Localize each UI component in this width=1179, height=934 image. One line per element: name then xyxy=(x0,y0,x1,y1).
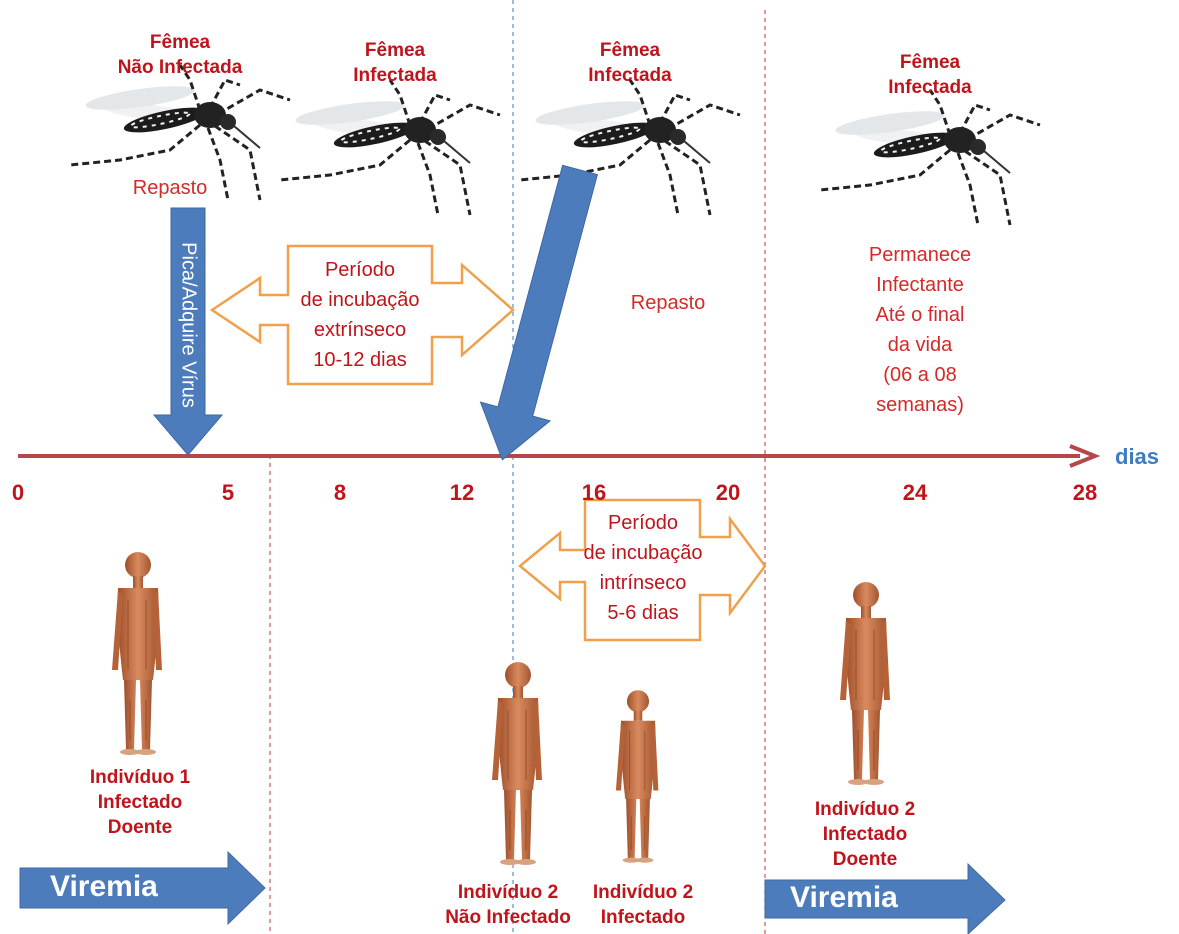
mosquito-label-1: Fêmea Não Infectada xyxy=(105,30,255,80)
mosquito-icon-2 xyxy=(280,80,500,215)
intrinsic-incubation-label: Período de incubação intrínseco 5-6 dias xyxy=(568,508,718,628)
acquire-arrow-label: Pica/Adquire Vírus xyxy=(177,242,200,408)
mosquito-icon-3 xyxy=(520,80,740,215)
tick-label-20: 20 xyxy=(716,480,740,506)
tick-label-5: 5 xyxy=(222,480,234,506)
tick-label-16: 16 xyxy=(582,480,606,506)
human-figure-1 xyxy=(112,552,162,755)
human-label-1: Indivíduo 1 Infectado Doente xyxy=(60,765,220,840)
human-figure-2 xyxy=(492,662,542,865)
viremia-label-2: Viremia xyxy=(790,881,898,915)
mosquito-note-3: Repasto xyxy=(618,288,718,318)
tick-label-8: 8 xyxy=(334,480,346,506)
human-figure-4 xyxy=(840,582,890,785)
mosquito-icon-4 xyxy=(820,90,1040,225)
viremia-label-1: Viremia xyxy=(50,870,158,904)
human-label-4: Indivíduo 2 Infectado Doente xyxy=(785,797,945,872)
mosquito-note-4: Permanece Infectante Até o final da vida… xyxy=(835,240,1005,420)
mosquito-label-2: Fêmea Infectada xyxy=(330,38,460,88)
mosquito-note-1: Repasto xyxy=(120,173,220,203)
extrinsic-incubation-label: Período de incubação extrínseco 10-12 di… xyxy=(285,255,435,375)
human-label-3: Indivíduo 2 Infectado xyxy=(578,880,708,930)
human-label-2: Indivíduo 2 Não Infectado xyxy=(428,880,588,930)
human-figure-3 xyxy=(616,690,659,863)
tick-label-12: 12 xyxy=(450,480,474,506)
tick-label-24: 24 xyxy=(903,480,927,506)
mosquito-label-4: Fêmea Infectada xyxy=(865,50,995,100)
mosquito-label-3: Fêmea Infectada xyxy=(565,38,695,88)
tick-label-28: 28 xyxy=(1073,480,1097,506)
tick-label-0: 0 xyxy=(12,480,24,506)
axis-unit-label: dias xyxy=(1115,444,1159,470)
